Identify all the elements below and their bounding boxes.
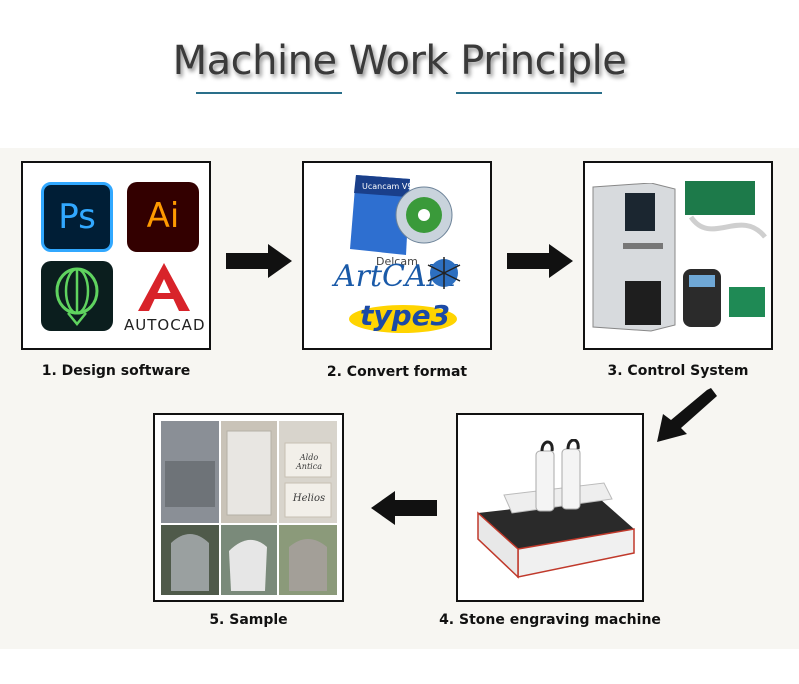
autocad-label: AUTOCAD xyxy=(124,316,206,334)
coreldraw-balloon-icon xyxy=(55,267,99,326)
cd-disc-icon xyxy=(395,186,453,244)
control-cabinet-icon xyxy=(592,183,676,332)
step-5-caption: 5. Sample xyxy=(209,612,288,628)
stone-samples-collage xyxy=(161,421,337,595)
title-underline-left xyxy=(196,92,342,94)
controller-card-icon xyxy=(685,181,767,239)
sample-plaque-text-1: Aldo Antica xyxy=(296,453,322,471)
stone-engraving-machine-box xyxy=(456,413,644,602)
arrow-right-icon xyxy=(226,244,292,278)
autocad-a-icon xyxy=(138,263,190,311)
title-area: Machine Work Principle xyxy=(0,0,799,148)
step-1-caption: 1. Design software xyxy=(41,363,191,379)
page-title: Machine Work Principle xyxy=(172,38,627,84)
software-box-icon: Ucancam V9 xyxy=(350,175,410,255)
type3-swoosh-icon xyxy=(349,305,457,333)
type3-logo-text: type3 xyxy=(360,299,451,332)
spider-globe-icon xyxy=(427,257,461,289)
ucancam-box-text: Ucancam V9 xyxy=(362,182,410,191)
handheld-controller-icon xyxy=(683,269,765,327)
delcam-label: Delcam xyxy=(376,255,418,268)
arrow-down-left-icon xyxy=(657,388,717,442)
control-system-box xyxy=(583,161,773,350)
arrow-right-icon xyxy=(507,244,573,278)
photoshop-logo-text: Ps xyxy=(58,197,96,237)
sample-plaque-text-2: Helios xyxy=(292,493,326,504)
step-3-caption: 3. Control System xyxy=(607,363,749,379)
illustrator-logo: Ai xyxy=(127,182,199,252)
engraving-machine-icon xyxy=(477,439,635,579)
design-software-box: Ps Ai AUTOCAD xyxy=(21,161,211,350)
convert-format-box: Ucancam V9 Delcam ArtCAM type3 xyxy=(302,161,492,350)
coreldraw-logo xyxy=(41,261,113,331)
illustrator-logo-text: Ai xyxy=(146,196,180,236)
arrow-left-icon xyxy=(371,491,437,525)
photoshop-logo: Ps xyxy=(41,182,113,252)
step-4-caption: 4. Stone engraving machine xyxy=(439,612,661,628)
title-underline-right xyxy=(456,92,602,94)
step-2-caption: 2. Convert format xyxy=(326,364,468,380)
sample-box: Aldo Antica Helios xyxy=(153,413,344,602)
